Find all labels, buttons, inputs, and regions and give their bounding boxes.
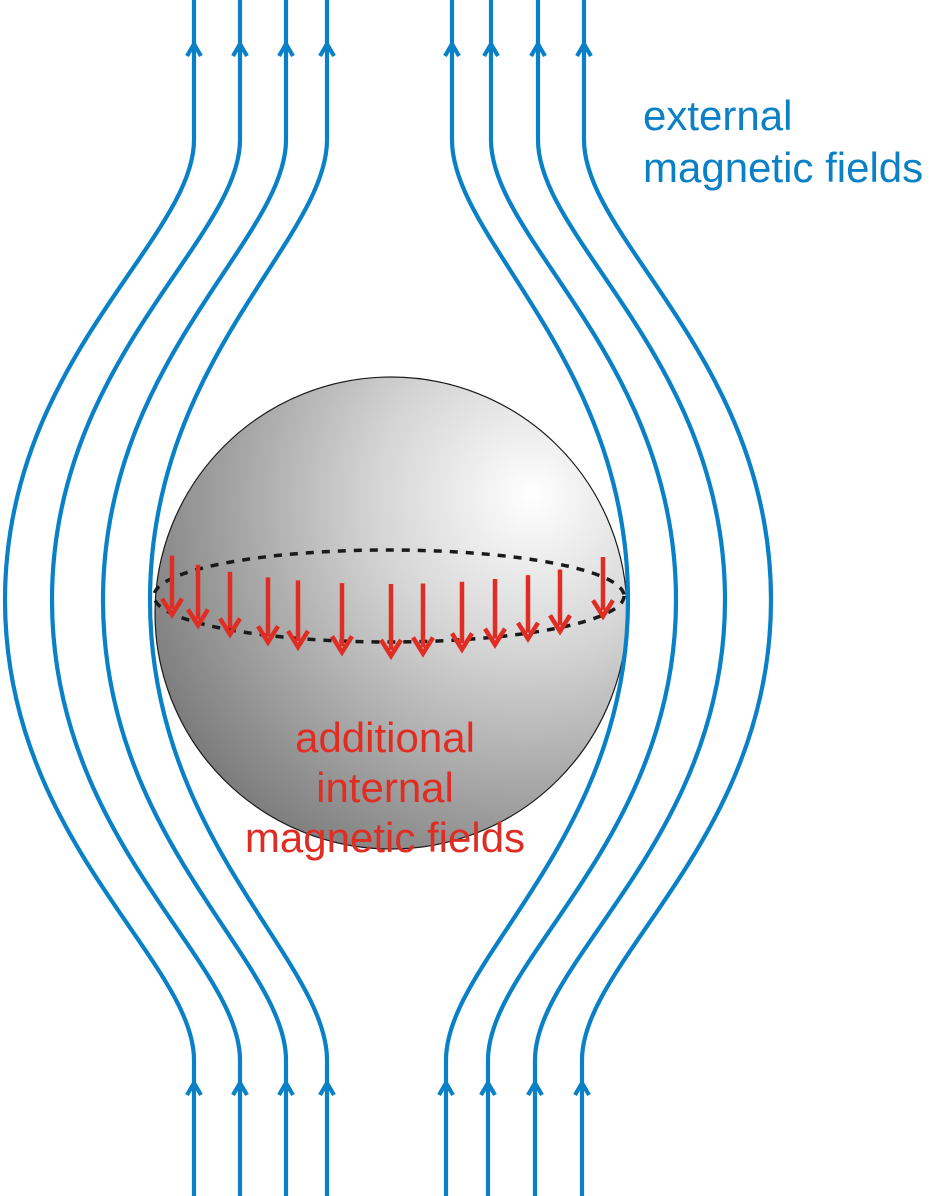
field-arrowhead	[231, 39, 249, 58]
field-line	[485, 0, 679, 1196]
external-label-line2: magnetic fields	[643, 144, 924, 191]
external-field-arrows	[185, 39, 593, 1097]
field-arrowhead	[575, 39, 593, 58]
internal-label-line1: additional	[295, 714, 475, 761]
internal-arrowhead	[218, 617, 242, 639]
internal-label-line3: magnetic fields	[244, 814, 526, 861]
field-line	[579, 0, 774, 1196]
internal-field-arrows	[160, 555, 615, 661]
external-field-lines	[2, 0, 774, 1196]
field-arrowhead	[479, 1078, 497, 1097]
field-line	[100, 0, 289, 1196]
internal-arrowhead	[286, 629, 310, 652]
internal-label-line2: internal	[316, 764, 454, 811]
internal-arrowhead	[411, 636, 435, 658]
field-arrowhead	[318, 39, 336, 58]
internal-arrowhead	[186, 608, 210, 630]
field-arrowhead	[529, 39, 547, 58]
internal-arrowhead	[330, 635, 354, 657]
internal-arrowhead	[256, 625, 280, 647]
field-arrowhead	[482, 39, 500, 58]
internal-arrowhead	[450, 632, 474, 654]
field-arrowhead	[185, 39, 203, 58]
field-arrowhead	[526, 1078, 544, 1097]
field-line	[532, 0, 728, 1196]
internal-arrowhead	[591, 599, 615, 621]
field-line	[49, 0, 243, 1196]
field-arrowhead	[231, 1078, 249, 1097]
field-arrowhead	[573, 1078, 591, 1097]
internal-arrowhead	[548, 614, 572, 636]
field-arrowhead	[277, 1078, 295, 1097]
internal-arrowhead	[160, 597, 184, 619]
internal-arrowhead	[379, 638, 403, 661]
field-arrowhead	[443, 39, 461, 58]
field-arrowhead	[277, 39, 295, 58]
internal-arrowhead	[516, 621, 540, 644]
internal-arrowhead	[483, 627, 507, 649]
field-arrowhead	[185, 1078, 203, 1097]
field-line	[147, 0, 330, 1196]
field-line	[443, 0, 631, 1196]
field-line	[2, 0, 197, 1196]
field-arrowhead	[437, 1078, 455, 1097]
field-arrowhead	[318, 1078, 336, 1097]
external-label-line1: external	[643, 92, 793, 139]
